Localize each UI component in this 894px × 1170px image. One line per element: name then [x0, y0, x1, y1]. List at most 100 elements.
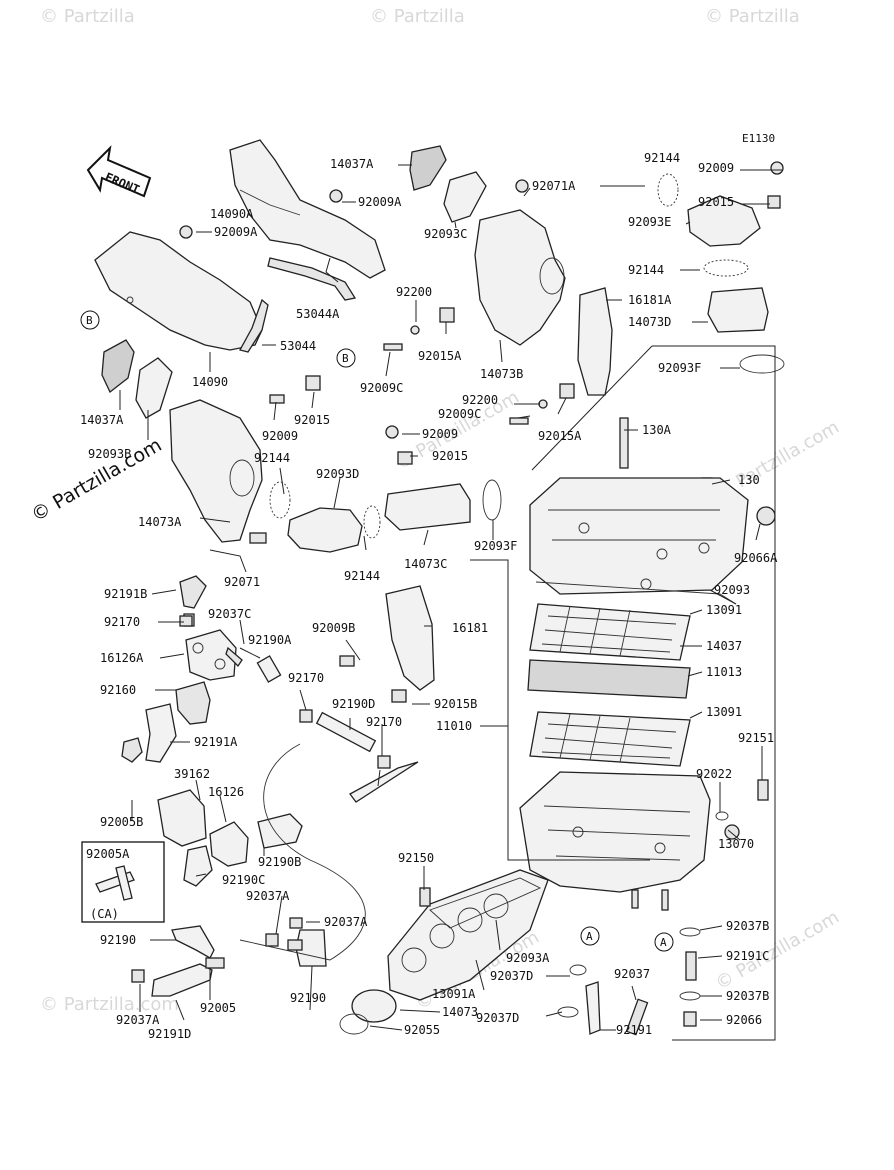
label-92144-top: 92144	[644, 151, 680, 165]
label-92170-left: 92170	[104, 615, 140, 629]
label-92093C: 92093C	[424, 227, 467, 241]
label-92022: 92022	[696, 767, 732, 781]
tube-14073C	[384, 483, 471, 531]
callout-A-airbox	[654, 932, 674, 952]
hose-routing-line	[239, 743, 366, 961]
label-92009-mid: 92009	[422, 427, 458, 441]
pipe-32152	[349, 761, 419, 803]
label-92037A-mid: 92037A	[246, 889, 290, 903]
clamp-92037A-right	[289, 917, 303, 929]
label-53044A: 53044A	[296, 307, 340, 321]
label-13091-bottom: 13091	[706, 705, 742, 719]
label-16181A: 16181A	[628, 293, 672, 307]
label-92066: 92066	[726, 1013, 762, 1027]
label-92015-left: 92015	[294, 413, 330, 427]
gasket-92093C	[443, 171, 487, 223]
label-92093F-right: 92093F	[658, 361, 701, 375]
watermark-top-mid: © Partzilla	[370, 6, 465, 27]
hose-clip	[287, 939, 303, 951]
nut-92015B	[391, 689, 407, 703]
airbox-base	[519, 771, 711, 911]
label-92005: 92005	[200, 1001, 236, 1015]
label-92009A-top: 92009A	[358, 195, 402, 209]
label-92093B: 92093B	[88, 447, 131, 461]
clamp-92170-mid	[299, 709, 313, 723]
label-92005B: 92005B	[100, 815, 143, 829]
label-92190C: 92190C	[222, 873, 265, 887]
callout-A-airbox-label: A	[660, 936, 667, 949]
label-92015B: 92015B	[434, 697, 477, 711]
duct-14073B	[474, 209, 566, 346]
label-130: 130	[738, 473, 760, 487]
hose-92190C	[183, 845, 213, 887]
bracket-53044	[239, 298, 269, 353]
label-92191D: 92191D	[148, 1027, 191, 1041]
label-14037A-top: 14037A	[330, 157, 374, 171]
fitting-92005	[205, 957, 225, 969]
assembly-bracket-11010	[470, 559, 650, 861]
tube-14073D	[707, 287, 769, 333]
label-13091A: 13091A	[432, 987, 476, 1001]
hose-92190-left	[171, 925, 215, 959]
label-11010: 11010	[436, 719, 472, 733]
oring-92055	[339, 1013, 369, 1035]
label-92037D-top: 92037D	[490, 969, 533, 983]
assembly-bracket-right	[652, 345, 776, 1041]
label-92144-mid: 92144	[344, 569, 380, 583]
callout-B-left	[80, 310, 100, 330]
clip-92071	[249, 532, 267, 544]
label-92015A-top: 92015A	[418, 349, 462, 363]
label-13070: 13070	[718, 837, 754, 851]
label-92160: 92160	[100, 683, 136, 697]
label-92144-right: 92144	[628, 263, 664, 277]
bracket-92160	[175, 681, 211, 725]
front-arrow-icon: FRONT	[86, 145, 152, 198]
airbox-cover	[529, 417, 776, 595]
label-14037A-left: 14037A	[80, 413, 124, 427]
label-92015-right: 92015	[698, 195, 734, 209]
hose-92190D	[315, 711, 377, 753]
duct-14090A	[229, 139, 386, 279]
watermark-bottom-left: © Partzilla.com	[40, 994, 179, 1015]
label-92009B: 92009B	[312, 621, 355, 635]
hose-92191A	[145, 703, 177, 763]
label-92190-right: 92190	[290, 991, 326, 1005]
clamp-92037A-mid	[265, 933, 279, 947]
diagram-code: E1130	[742, 132, 775, 145]
label-92191C: 92191C	[726, 949, 769, 963]
oring-92093F-right	[739, 354, 785, 374]
bracket-53044A	[267, 257, 357, 301]
label-92190A: 92190A	[248, 633, 292, 647]
label-92037: 92037	[614, 967, 650, 981]
label-92037A-bottom: 92037A	[116, 1013, 160, 1027]
bolt-92009B	[339, 655, 355, 667]
label-53044: 53044	[280, 339, 316, 353]
hose-92190A	[256, 655, 282, 683]
label-92071: 92071	[224, 575, 260, 589]
filter-14037A-top	[409, 145, 447, 191]
gasket-92093B	[135, 357, 173, 419]
clamp-92170-left	[179, 615, 193, 627]
label-92170-right: 92170	[366, 715, 402, 729]
label-92190-left: 92190	[100, 933, 136, 947]
watermark-top-left: © Partzilla	[40, 6, 135, 27]
label-92015-mid: 92015	[432, 449, 468, 463]
label-92190D: 92190D	[332, 697, 375, 711]
fasteners-airbox	[715, 779, 769, 840]
label-92009-left: 92009	[262, 429, 298, 443]
label-92200-mid: 92200	[462, 393, 498, 407]
label-92009-right: 92009	[698, 161, 734, 175]
label-92093D: 92093D	[316, 467, 359, 481]
duct-14073A	[169, 399, 263, 543]
label-14037: 14037	[706, 639, 742, 653]
watermark-top-right: © Partzilla	[705, 6, 800, 27]
label-92200-top: 92200	[396, 285, 432, 299]
clamp-92144-left	[269, 481, 291, 519]
drain-parts	[557, 927, 701, 1036]
duct-14090	[94, 231, 263, 351]
filter-14037A-left	[101, 339, 135, 394]
label-14073D: 14073D	[628, 315, 671, 329]
clamp-92144-top	[657, 173, 679, 207]
